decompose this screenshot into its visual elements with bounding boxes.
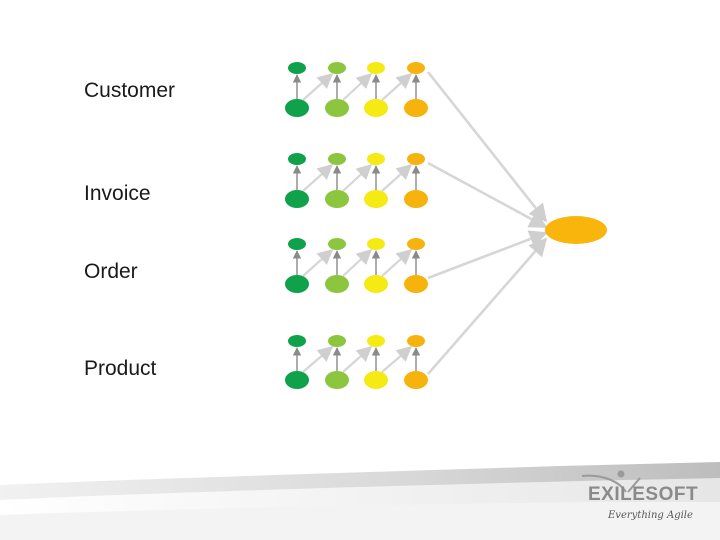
- diagonal-arrow-order-2: [342, 248, 373, 277]
- footer-swoosh: [0, 462, 720, 540]
- attribute-node-invoice-3: [367, 153, 385, 165]
- attribute-node-order-1: [288, 238, 306, 250]
- diagonal-arrow-product-3: [381, 345, 413, 373]
- brand-logo: EXILESOFT Everything Agile: [581, 470, 698, 521]
- brand-wordmark: EXILESOFT: [588, 484, 698, 505]
- diagonal-arrow-invoice-1: [302, 163, 334, 192]
- entity-node-order-1: [285, 275, 309, 293]
- entity-node-invoice-2: [325, 190, 349, 208]
- attribute-node-invoice-2: [328, 153, 346, 165]
- entity-node-product-4: [404, 371, 428, 389]
- attribute-node-customer-1: [288, 62, 306, 74]
- converging-arrow-order: [427, 230, 548, 280]
- entity-node-customer-4: [404, 99, 428, 117]
- entity-node-order-4: [404, 275, 428, 293]
- attribute-node-order-4: [407, 238, 425, 250]
- attribute-node-invoice-4: [407, 153, 425, 165]
- diagonal-arrow-product-2: [342, 345, 373, 373]
- entity-node-customer-2: [325, 99, 349, 117]
- entity-node-invoice-4: [404, 190, 428, 208]
- diagonal-arrow-invoice-3: [381, 163, 413, 192]
- entity-label-product: Product: [84, 357, 157, 380]
- attribute-node-customer-2: [328, 62, 346, 74]
- brand-tagline: Everything Agile: [607, 510, 693, 521]
- entity-node-order-2: [325, 275, 349, 293]
- attribute-node-product-2: [328, 335, 346, 347]
- diagonal-arrow-order-1: [302, 248, 334, 277]
- diagonal-arrow-customer-2: [342, 72, 373, 101]
- diagonal-arrow-invoice-2: [342, 163, 373, 192]
- target-node: [545, 216, 607, 244]
- converging-arrow-invoice: [427, 161, 548, 229]
- entity-node-product-2: [325, 371, 349, 389]
- entity-node-product-3: [364, 371, 388, 389]
- diagonal-arrow-customer-1: [302, 72, 334, 101]
- diagonal-arrow-customer-3: [381, 72, 413, 101]
- entity-label-customer: Customer: [84, 79, 176, 102]
- diagonal-arrow-product-1: [302, 345, 334, 373]
- attribute-node-customer-4: [407, 62, 425, 74]
- entity-node-order-3: [364, 275, 388, 293]
- attribute-node-product-1: [288, 335, 306, 347]
- attribute-node-order-3: [367, 238, 385, 250]
- attribute-node-customer-3: [367, 62, 385, 74]
- converging-arrow-product: [427, 237, 548, 375]
- entity-label-order: Order: [84, 260, 138, 283]
- entity-node-customer-1: [285, 99, 309, 117]
- entity-node-product-1: [285, 371, 309, 389]
- entity-node-customer-3: [364, 99, 388, 117]
- converging-arrow-customer: [426, 71, 548, 223]
- attribute-node-invoice-1: [288, 153, 306, 165]
- entity-label-invoice: Invoice: [84, 182, 151, 205]
- entity-node-invoice-1: [285, 190, 309, 208]
- attribute-node-product-4: [407, 335, 425, 347]
- entity-node-invoice-3: [364, 190, 388, 208]
- attribute-node-product-3: [367, 335, 385, 347]
- attribute-node-order-2: [328, 238, 346, 250]
- diagonal-arrow-order-3: [381, 248, 413, 277]
